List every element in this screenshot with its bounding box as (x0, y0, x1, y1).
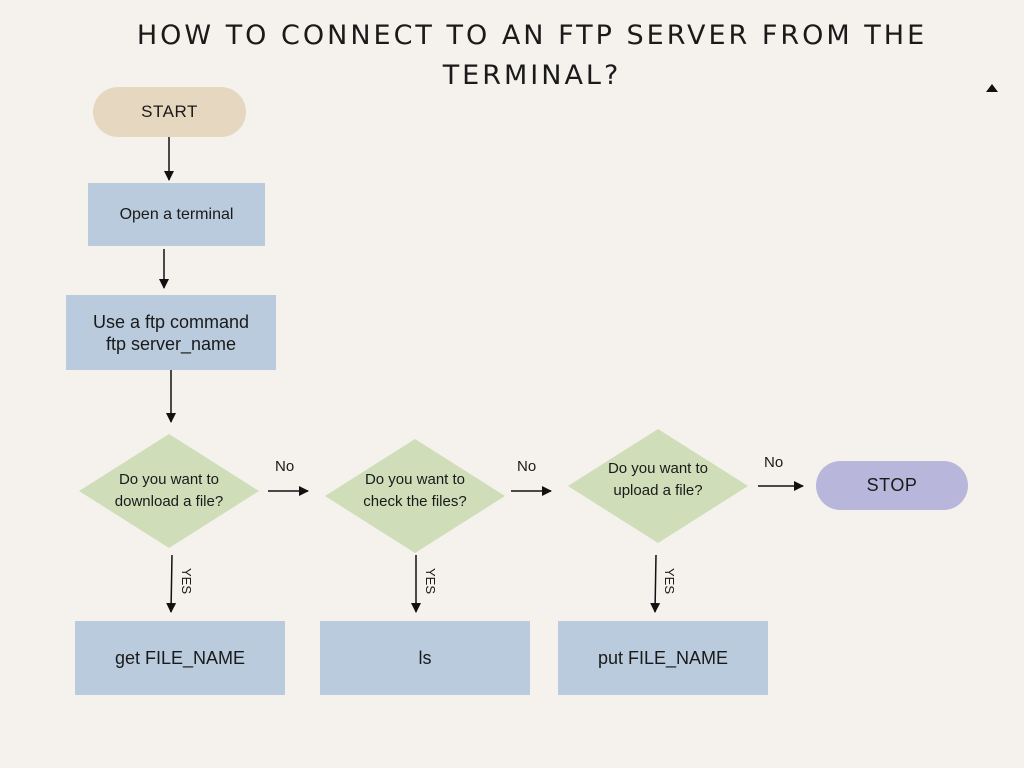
triangle-up-icon (986, 84, 998, 92)
decision-upload-shape (568, 429, 748, 543)
get-file-label: get FILE_NAME (114, 648, 246, 668)
put-file-node: put FILE_NAME (558, 621, 768, 695)
decision-upload-line1: Do you want to (607, 460, 709, 477)
yes-label-upload: YES (662, 568, 677, 595)
start-label: START (141, 102, 198, 121)
ftp-command-line2: ftp server_name (105, 333, 237, 354)
ls-label: ls (418, 648, 432, 668)
stop-node: STOP (816, 461, 968, 510)
put-file-label: put FILE_NAME (597, 648, 729, 668)
start-node: START (93, 87, 246, 137)
decision-download-line2: download a file? (114, 493, 224, 510)
arrow-yes-upload (650, 554, 661, 613)
get-file-node: get FILE_NAME (75, 621, 285, 695)
decision-check-line1: Do you want to (364, 471, 466, 488)
no-label-check: No (517, 458, 537, 475)
ftp-command-line1: Use a ftp command (92, 311, 250, 332)
decision-download-label: Do you want to download a file? (89, 469, 249, 513)
arrow-yes-download (166, 554, 177, 613)
ls-node: ls (320, 621, 530, 695)
yes-label-download: YES (179, 568, 194, 595)
decision-check-label: Do you want to check the files? (335, 469, 495, 513)
ftp-command-node: Use a ftp command ftp server_name (66, 295, 276, 370)
decision-check-line2: check the files? (363, 493, 467, 510)
decision-upload-line2: upload a file? (613, 482, 703, 499)
open-terminal-label: Open a terminal (119, 205, 234, 223)
no-label-download: No (275, 458, 295, 475)
stop-label: STOP (866, 475, 918, 495)
decision-check-shape (325, 439, 505, 553)
page-title: HOW TO CONNECT TO AN FTP SERVER FROM THE… (136, 20, 928, 91)
yes-label-check: YES (423, 568, 438, 595)
no-label-upload: No (764, 454, 784, 471)
open-terminal-node: Open a terminal (88, 183, 265, 246)
decision-download-line1: Do you want to (118, 471, 220, 488)
decision-upload-label: Do you want to upload a file? (578, 458, 738, 502)
decision-download-shape (79, 434, 259, 548)
